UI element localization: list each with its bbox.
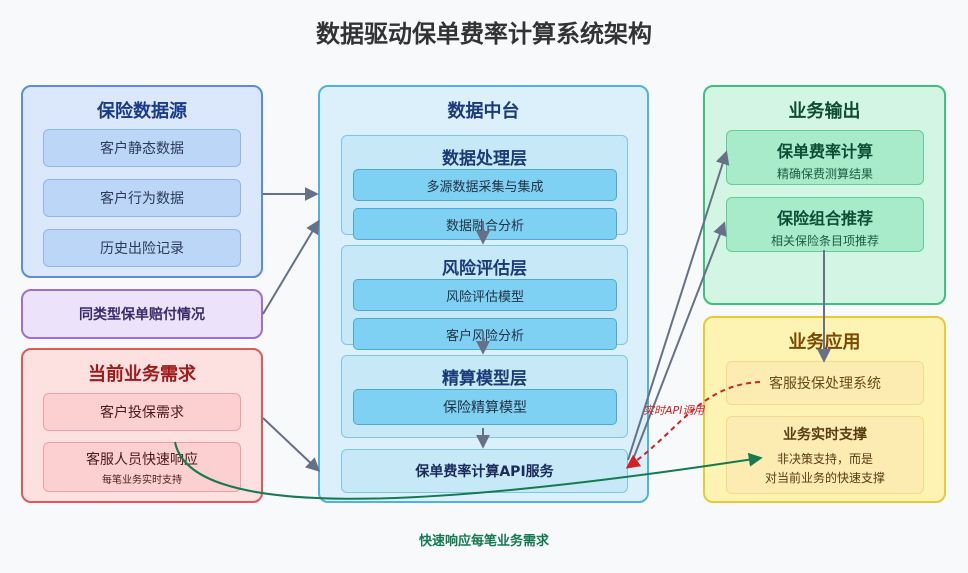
actuarial-model: 保险精算模型 <box>353 389 617 425</box>
customer-demand-box: 客户投保需求 <box>43 393 241 431</box>
current-demand-panel: 当前业务需求 客户投保需求 客服人员快速响应 每笔业务实时支持 <box>21 348 263 503</box>
staff-response-note: 每笔业务实时支持 <box>102 474 182 486</box>
realtime-support-line2: 对当前业务的快速支撑 <box>764 471 885 485</box>
risk-layer: 风险评估层 风险评估模型 客户风险分析 <box>341 245 628 350</box>
staff-response-box: 客服人员快速响应 每笔业务实时支持 <box>43 442 241 492</box>
processing-layer: 数据处理层 多源数据采集与集成 数据融合分析 <box>341 135 628 240</box>
risk-layer-title: 风险评估层 <box>442 259 527 279</box>
arrow-api-to-portfolio <box>631 221 727 463</box>
multi-source-collection: 多源数据采集与集成 <box>353 169 617 201</box>
static-data-box: 客户静态数据 <box>43 129 241 167</box>
page-title: 数据驱动保单费率计算系统架构 <box>316 20 652 48</box>
processing-layer-title: 数据处理层 <box>442 149 527 169</box>
data-platform-panel: 数据中台 数据处理层 多源数据采集与集成 数据融合分析 风险评估层 风险评估模型… <box>318 85 649 503</box>
behavior-data-box: 客户行为数据 <box>43 179 241 217</box>
portfolio-recommend-box: 保险组合推荐 相关保险条目项推荐 <box>726 197 924 252</box>
risk-model: 风险评估模型 <box>353 279 617 311</box>
realtime-api-label: 实时API调用 <box>643 404 705 417</box>
realtime-support-title: 业务实时支撑 <box>783 427 867 443</box>
portfolio-recommend-sub: 相关保险条目项推荐 <box>770 234 879 248</box>
rate-calc-title: 保单费率计算 <box>776 142 873 161</box>
rate-calc-sub: 精确保费测算结果 <box>776 167 873 181</box>
arrow-api-to-ratecalc <box>627 150 730 461</box>
insurance-data-source-panel: 保险数据源 客户静态数据 客户行为数据 历史出险记录 <box>21 85 263 278</box>
current-demand-title: 当前业务需求 <box>88 364 196 385</box>
arrow-fast-response <box>174 441 763 500</box>
api-service-box: 保单费率计算API服务 <box>341 449 628 493</box>
business-output-panel: 业务输出 保单费率计算 精确保费测算结果 保险组合推荐 相关保险条目项推荐 <box>703 85 946 305</box>
rate-calc-box: 保单费率计算 精确保费测算结果 <box>726 130 924 185</box>
similar-claims-panel: 同类型保单赔付情况 <box>21 289 263 339</box>
insurance-data-source-title: 保险数据源 <box>97 101 187 122</box>
similar-claims-label: 同类型保单赔付情况 <box>79 307 205 323</box>
business-output-title: 业务输出 <box>788 101 861 122</box>
fast-response-label: 快速响应每笔业务需求 <box>418 534 549 549</box>
arrow-claims-to-platform <box>262 219 320 315</box>
arrow-realtime-api-call <box>625 381 761 469</box>
portfolio-recommend-title: 保险组合推荐 <box>776 209 873 228</box>
actuarial-layer-title: 精算模型层 <box>442 369 527 389</box>
data-platform-title: 数据中台 <box>447 101 520 122</box>
claims-history-box: 历史出险记录 <box>43 229 241 267</box>
api-service-label: 保单费率计算API服务 <box>415 464 554 480</box>
staff-response-label: 客服人员快速响应 <box>86 451 198 468</box>
realtime-support-line1: 非决策支持，而是 <box>776 452 873 466</box>
arrow-demand-to-platform <box>262 417 321 472</box>
actuarial-layer: 精算模型层 保险精算模型 <box>341 355 628 438</box>
